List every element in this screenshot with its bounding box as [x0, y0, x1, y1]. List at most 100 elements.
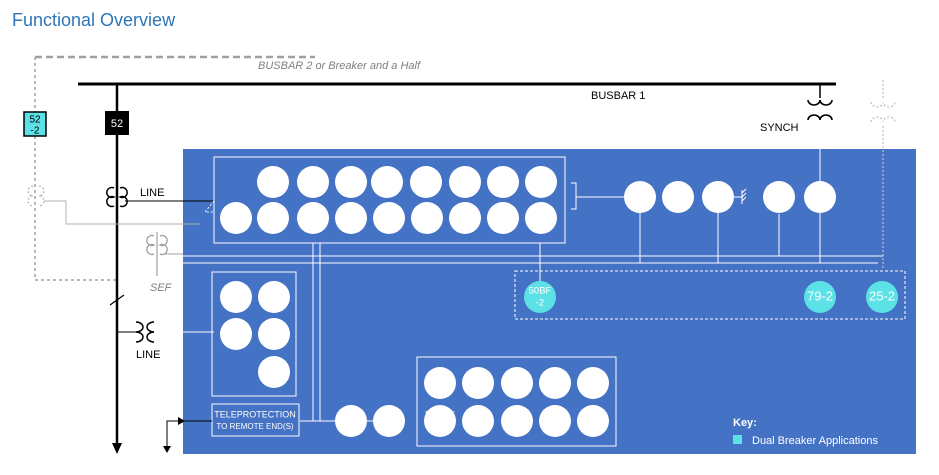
busbar-2-label: BUSBAR 2 or Breaker and a Half	[258, 60, 421, 72]
function-79-2: 79-2	[804, 281, 836, 313]
line-vt-icon	[135, 321, 155, 343]
svg-text:50/27: 50/27	[416, 171, 437, 180]
key-swatch	[733, 435, 742, 444]
dual-breaker-frame	[514, 270, 906, 320]
svg-text:46BC: 46BC	[301, 213, 325, 224]
svg-text:67: 67	[229, 209, 243, 224]
svg-text:78DC: 78DC	[491, 177, 515, 188]
svg-text:PSL: PSL	[377, 412, 402, 427]
svg-text:SOTF: SOTF	[415, 183, 436, 192]
svg-text:46: 46	[266, 209, 280, 224]
feeder-arrow-icon	[112, 443, 122, 454]
earth-icon	[741, 188, 747, 204]
svg-text:81O: 81O	[265, 373, 283, 384]
function-soe: SOE	[501, 367, 533, 399]
function-46bc: 46BC	[297, 202, 329, 234]
svg-text:79-2: 79-2	[807, 288, 833, 303]
svg-text:MON.: MON.	[583, 384, 604, 393]
function-tefd: TEFD	[624, 181, 656, 213]
ct-junction-dashed	[203, 200, 215, 213]
svg-text:21FL: 21FL	[450, 173, 480, 188]
svg-text:SOE: SOE	[503, 374, 531, 389]
function-32: 32	[373, 202, 405, 234]
svg-text:21: 21	[306, 173, 320, 188]
voltage-functions-frame	[211, 271, 297, 397]
function-67: 67	[220, 202, 252, 234]
svg-text:64N: 64N	[529, 209, 553, 224]
breaker-52-2	[23, 111, 47, 137]
breaker-52-2-label-1: 52	[29, 115, 41, 126]
function-25: 25	[804, 181, 836, 213]
svg-text:BINARY: BINARY	[425, 410, 455, 419]
svg-text:SEF: SEF	[770, 198, 789, 209]
svg-text:I/O: I/O	[435, 422, 446, 431]
ct-breaker-2-icon	[27, 185, 45, 207]
function-67n: 67N	[702, 181, 734, 213]
ct-2-wire	[44, 200, 200, 225]
svg-text:SELF: SELF	[583, 372, 603, 381]
function-68: 68	[371, 166, 403, 198]
function-25-2: 25-2	[866, 281, 898, 313]
line-ct-icon	[106, 186, 128, 208]
function-86: 86	[462, 405, 494, 437]
function-50-51: 50/51	[525, 166, 557, 198]
function-59r: 59R	[220, 318, 252, 350]
svg-text:LEDs: LEDs	[543, 416, 566, 427]
function-78: 78	[335, 166, 367, 198]
svg-text:TEFD: TEFD	[628, 192, 653, 203]
svg-text:59R: 59R	[224, 325, 248, 340]
key-title: Key:	[733, 417, 757, 429]
svg-text:DFR: DFR	[542, 374, 569, 389]
teleprot-right-arrow-icon	[178, 417, 185, 425]
svg-text:79: 79	[433, 374, 447, 389]
svg-text:Fn.: Fn.	[587, 410, 599, 419]
svg-text:50/51: 50/51	[529, 177, 553, 188]
svg-text:51N: 51N	[669, 198, 687, 209]
svg-text:TCS: TCS	[504, 412, 530, 427]
function-psl: PSL	[373, 405, 405, 437]
svg-text:67N: 67N	[706, 188, 730, 203]
svg-text:27: 27	[231, 286, 242, 297]
svg-text:59N: 59N	[262, 288, 286, 303]
function-binary-io: BINARY I/O	[424, 405, 456, 437]
sef-ct-icon	[146, 234, 168, 256]
svg-text:50BF: 50BF	[454, 213, 477, 224]
function-59n: 59N	[258, 281, 290, 313]
teleprotection-label-1: TELEPROTECTION	[214, 409, 296, 419]
function-fn-keys: Fn. KEYS	[577, 405, 609, 437]
busbar-2-vt-icon	[870, 101, 896, 123]
svg-text:59: 59	[231, 298, 242, 309]
svg-text:81U: 81U	[265, 361, 283, 372]
svg-text:85: 85	[344, 412, 358, 427]
teleprotection-label-2: TO REMOTE END(S)	[216, 422, 294, 431]
function-79: 79	[424, 367, 456, 399]
teleprot-out-wire	[166, 420, 212, 448]
svg-text:78: 78	[344, 173, 358, 188]
busbar-1-label: BUSBAR 1	[591, 90, 645, 102]
svg-text:25-2: 25-2	[869, 288, 895, 303]
svg-text:KEYS: KEYS	[582, 422, 603, 431]
main-group-bracket	[571, 182, 577, 210]
svg-text:25: 25	[813, 188, 827, 203]
function-49: 49	[335, 202, 367, 234]
svg-text:37: 37	[420, 209, 434, 224]
svg-text:CTS: CTS	[494, 207, 513, 218]
svg-text:67N: 67N	[770, 186, 788, 197]
function-85: 85	[335, 405, 367, 437]
breaker-52-2-label-2: -2	[31, 126, 40, 137]
teleprotection-box	[211, 403, 300, 437]
svg-text:VTS: VTS	[494, 219, 512, 230]
line-vt-label: LINE	[136, 349, 160, 361]
svg-text:MEAS: MEAS	[465, 378, 492, 389]
synch-vt-icon	[807, 99, 833, 121]
breaker-52	[105, 111, 129, 135]
function-self-mon: SELF MON.	[577, 367, 609, 399]
